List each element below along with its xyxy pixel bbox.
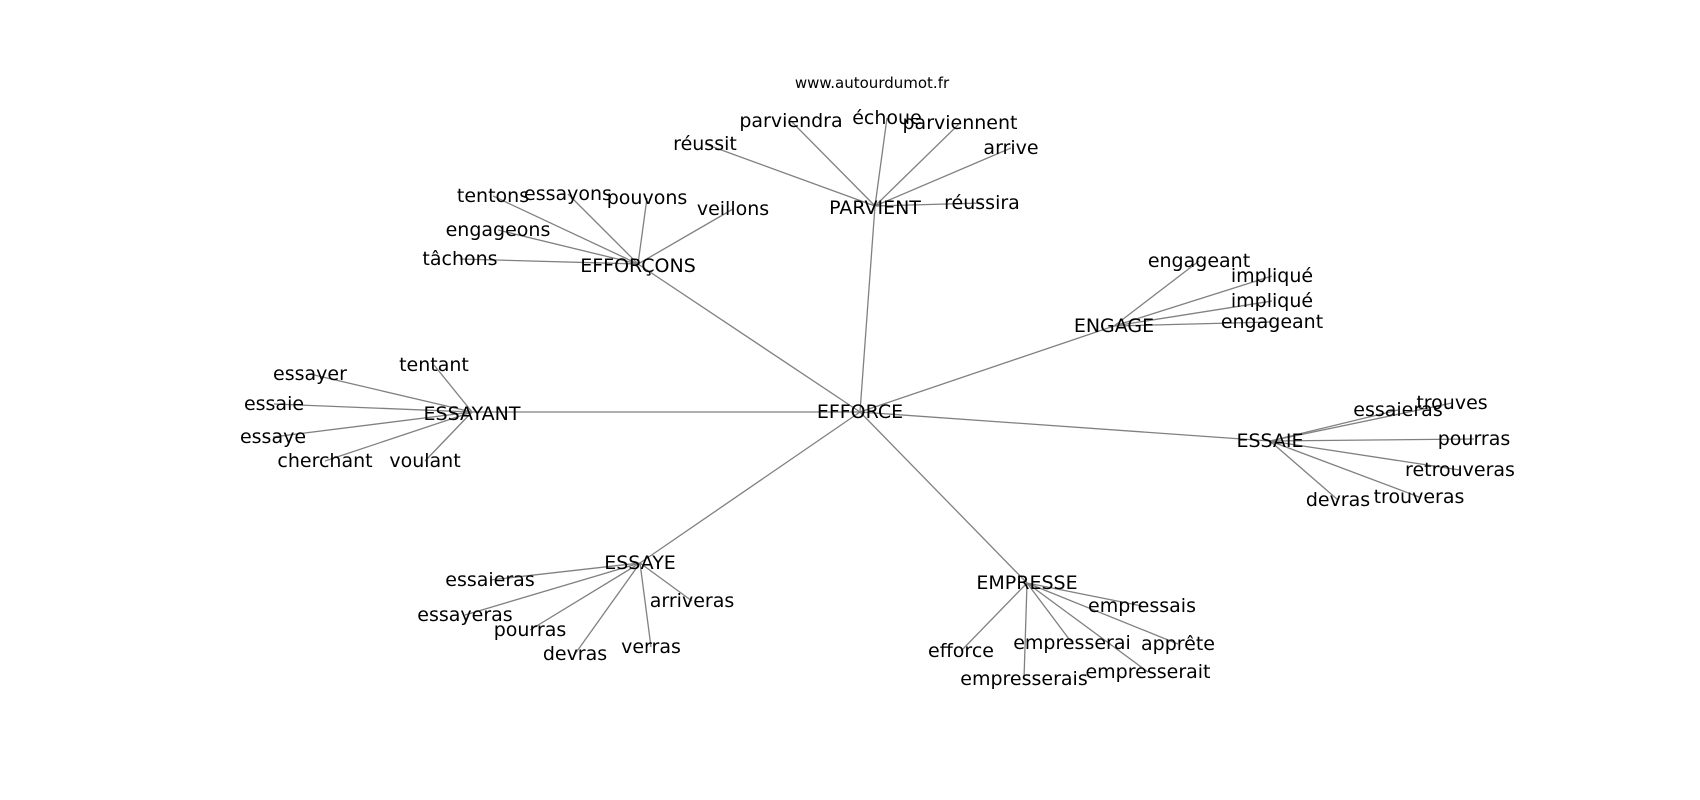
leaf-word: essaieras: [1353, 399, 1442, 421]
edge-hub-to-word: [567, 193, 639, 265]
leaf-word: pouvons: [607, 187, 688, 209]
leaf-word: pourras: [494, 619, 567, 641]
edge-hub-to-word: [1023, 582, 1028, 680]
edge-hub-to-word: [433, 364, 473, 413]
leaf-word: veillons: [697, 198, 769, 220]
leaf-word: devras: [1306, 489, 1370, 511]
edge-center-to-hub: [639, 411, 861, 564]
edge-center-to-hub: [637, 263, 861, 413]
edge-hub-to-word: [1113, 260, 1200, 327]
leaf-word: essayons: [524, 183, 612, 205]
leaf-word: parviendra: [739, 110, 842, 132]
graph-edges: [272, 117, 1475, 680]
edge-hub-to-word: [874, 117, 888, 207]
edge-hub-to-word: [1269, 402, 1453, 442]
leaf-word: devras: [543, 643, 607, 665]
edge-hub-to-word: [529, 562, 641, 631]
site-credit: www.autourdumot.fr: [795, 74, 950, 92]
hub-word: ENGAGE: [1074, 315, 1154, 337]
edge-hub-to-word: [874, 147, 1012, 207]
edge-hub-to-word: [497, 229, 639, 265]
leaf-word: parviennent: [903, 112, 1018, 134]
edge-hub-to-word: [272, 411, 473, 438]
edge-hub-to-word: [637, 197, 648, 265]
leaf-word: essayeras: [417, 604, 512, 626]
edge-hub-to-word: [574, 562, 641, 655]
edge-hub-to-word: [1026, 582, 1149, 673]
edge-hub-to-word: [1113, 275, 1273, 327]
leaf-word: pourras: [1438, 428, 1511, 450]
leaf-word: engageons: [446, 219, 551, 241]
leaf-word: verras: [621, 636, 681, 658]
edge-hub-to-word: [492, 195, 639, 265]
leaf-word: engageant: [1221, 311, 1323, 333]
leaf-word: tâchons: [422, 248, 497, 270]
hub-word: EFFORÇONS: [580, 255, 696, 277]
leaf-word: retrouveras: [1405, 459, 1515, 481]
leaf-word: tentons: [457, 185, 529, 207]
edge-hub-to-word: [639, 562, 652, 648]
edge-center-to-hub: [859, 205, 876, 413]
edge-hub-to-word: [1113, 300, 1273, 327]
leaf-word: essaye: [240, 426, 306, 448]
edge-hub-to-word: [1269, 440, 1461, 471]
leaf-word: empresserais: [960, 668, 1087, 690]
edge-hub-to-word: [459, 258, 639, 265]
edge-hub-to-word: [1269, 440, 1339, 501]
edge-hub-to-word: [309, 373, 473, 413]
edge-hub-to-word: [464, 562, 641, 616]
edge-hub-to-word: [489, 562, 641, 581]
edge-hub-to-word: [639, 562, 693, 602]
edge-center-to-hub: [859, 325, 1115, 413]
leaf-word: essaieras: [445, 569, 534, 591]
edge-hub-to-word: [324, 411, 473, 462]
leaf-word: cherchant: [277, 450, 372, 472]
edge-hub-to-word: [874, 202, 983, 207]
leaf-word: essayer: [273, 363, 347, 385]
leaf-word: impliqué: [1231, 290, 1313, 312]
hub-word: ESSAYANT: [424, 403, 521, 425]
hub-word: ESSAYE: [604, 552, 676, 574]
leaf-word: réussit: [673, 133, 737, 155]
leaf-word: trouves: [1416, 392, 1487, 414]
edge-hub-to-word: [960, 582, 1028, 652]
hub-word: EMPRESSE: [976, 572, 1077, 594]
edge-hub-to-word: [1113, 321, 1273, 327]
leaf-word: empresserai: [1013, 632, 1131, 654]
edge-hub-to-word: [1026, 582, 1179, 645]
edge-hub-to-word: [1269, 438, 1475, 442]
graph-labels: www.autourdumot.fr EFFORCE PARVIENT réuss…: [240, 74, 1515, 690]
leaf-word: tentant: [399, 354, 469, 376]
edge-hub-to-word: [1269, 409, 1399, 442]
leaf-word: réussira: [944, 192, 1020, 214]
leaf-word: échoue: [852, 107, 922, 129]
edge-hub-to-word: [790, 120, 876, 207]
edge-hub-to-word: [1026, 582, 1073, 644]
leaf-word: arrive: [983, 137, 1038, 159]
leaf-word: arriveras: [650, 590, 735, 612]
edge-hub-to-word: [874, 122, 961, 207]
leaf-word: empresserait: [1085, 661, 1210, 683]
leaf-word: efforce: [928, 640, 994, 662]
edge-center-to-hub: [859, 411, 1271, 442]
leaf-word: apprête: [1141, 633, 1215, 655]
leaf-word: voulant: [389, 450, 460, 472]
hub-word: ESSAIE: [1236, 430, 1303, 452]
hub-word: PARVIENT: [829, 197, 921, 219]
edge-hub-to-word: [273, 403, 473, 413]
leaf-word: empressais: [1088, 595, 1196, 617]
edge-hub-to-word: [1269, 440, 1420, 498]
edge-hub-to-word: [704, 143, 876, 207]
edge-center-to-hub: [859, 411, 1028, 584]
leaf-word: impliqué: [1231, 265, 1313, 287]
edge-hub-to-word: [424, 411, 473, 462]
leaf-word: trouveras: [1374, 486, 1465, 508]
leaf-word: engageant: [1148, 250, 1250, 272]
edge-hub-to-word: [1026, 582, 1143, 607]
leaf-word: essaie: [244, 393, 304, 415]
edge-hub-to-word: [637, 208, 734, 265]
center-word: EFFORCE: [817, 401, 903, 423]
